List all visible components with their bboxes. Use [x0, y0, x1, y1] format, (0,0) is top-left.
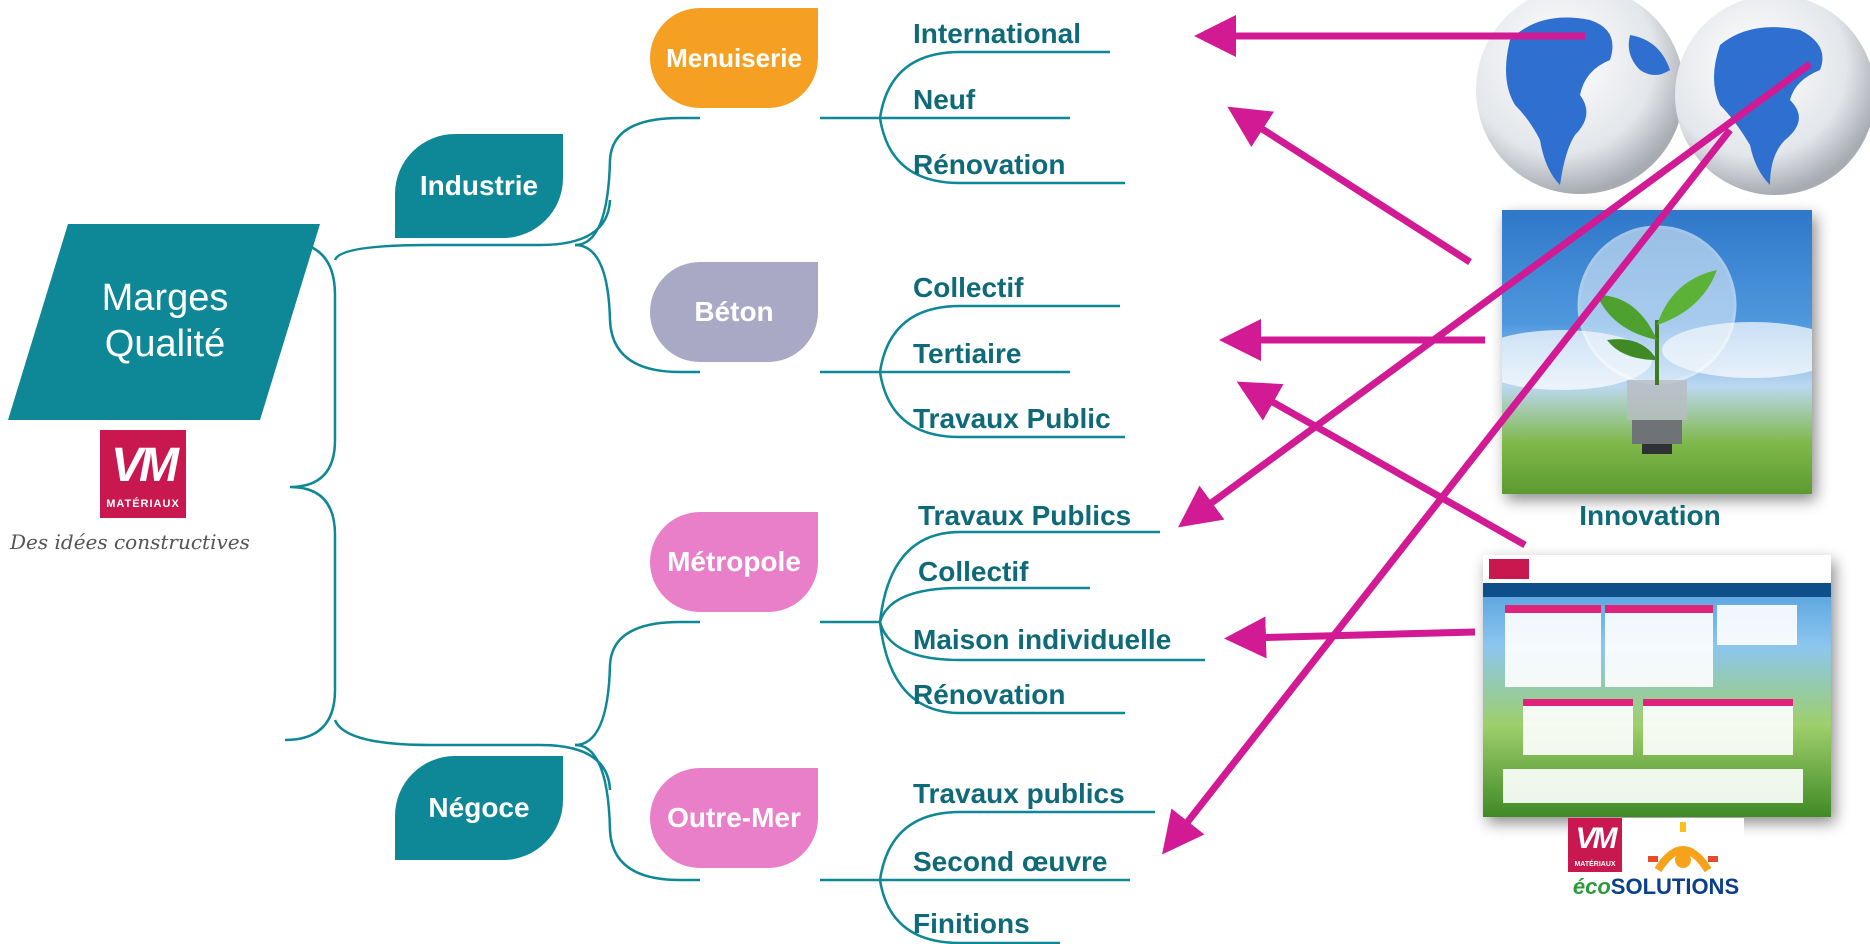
root-parallelogram — [8, 224, 320, 420]
line-industrie-beton — [574, 243, 700, 374]
lightbulb-icon — [1502, 225, 1812, 454]
node-metropole: Métropole — [650, 512, 818, 612]
globe-icon — [1476, 0, 1684, 194]
arrow-bulb-neuf — [1227, 106, 1472, 265]
vm-logo-mark: VM — [111, 439, 179, 492]
globe-icon — [1675, 0, 1870, 195]
line-menuiserie-international — [878, 50, 1110, 119]
line-metropole-maison — [878, 621, 1205, 662]
leaf-tertiaire: Tertiaire — [913, 338, 1022, 369]
arrow-web-tertiaire — [1236, 381, 1527, 549]
line-beton-collectif — [878, 304, 1120, 373]
node-beton: Béton — [650, 262, 818, 362]
root-label: Marges Qualité — [60, 275, 270, 367]
line-root-industrie — [333, 199, 612, 261]
root-label-line2: Qualité — [104, 323, 226, 365]
leaf-travaux-publics-outremer: Travaux publics — [913, 778, 1125, 809]
eco-solutions-website-image — [1483, 555, 1831, 817]
line-outremer-travaux-publics — [878, 810, 1155, 881]
globes-image — [1476, 0, 1870, 195]
leaf-collectif-metropole: Collectif — [918, 556, 1029, 587]
innovation-bulb-image — [1502, 210, 1812, 494]
leaf-renovation-metropole: Rénovation — [913, 679, 1066, 710]
leaf-collectif-beton: Collectif — [913, 272, 1024, 303]
leaf-travaux-publics: Travaux Publics — [918, 500, 1132, 531]
eco-vm-logo: VM MATÉRIAUX — [1568, 818, 1622, 872]
root-label-line1: Marges — [101, 277, 229, 319]
eco-vm-subtitle: MATÉRIAUX — [1574, 861, 1616, 868]
arrow-web-maison — [1224, 616, 1476, 659]
leaf-international: International — [913, 18, 1082, 49]
vm-materiaux-logo: VM MATÉRIAUX — [100, 430, 186, 518]
eco-brand-prefix: éco — [1572, 874, 1611, 899]
leaf-travaux-public: Travaux Public — [913, 403, 1111, 434]
sun-icon — [1648, 822, 1718, 873]
innovation-label: Innovation — [1579, 500, 1721, 531]
leaf-renovation: Rénovation — [913, 149, 1066, 180]
node-outre-mer: Outre-Mer — [650, 768, 818, 868]
arrow-globe-outremer — [1162, 127, 1733, 855]
line-industrie-menuiserie — [574, 116, 700, 247]
eco-vm-mark: VM — [1575, 822, 1618, 855]
leaf-finitions: Finitions — [913, 908, 1030, 939]
website-screenshot-icon — [1483, 555, 1831, 803]
node-negoce: Négoce — [395, 756, 563, 860]
logo-tagline: Des idées constructives — [10, 530, 250, 554]
leaf-maison-individuelle: Maison individuelle — [913, 624, 1172, 655]
arrow-globe-travaux-publics — [1178, 61, 1813, 528]
node-industrie: Industrie — [395, 134, 563, 238]
line-menuiserie-renovation — [878, 117, 1125, 185]
vm-logo-subtitle: MATÉRIAUX — [106, 498, 180, 510]
line-outremer-finitions — [878, 879, 1060, 944]
root-bracket — [284, 240, 337, 742]
line-negoce-outremer — [574, 743, 700, 882]
node-menuiserie: Menuiserie — [650, 8, 818, 108]
eco-solutions-logo: VM MATÉRIAUX écoSOLUTIONS — [1568, 818, 1744, 900]
eco-solutions-wordmark: écoSOLUTIONS — [1568, 874, 1744, 900]
line-negoce-metropole — [574, 620, 700, 747]
line-metropole-renovation — [878, 621, 1125, 715]
leaf-neuf: Neuf — [913, 84, 976, 115]
line-root-negoce — [333, 719, 612, 791]
line-metropole-travaux-publics — [878, 530, 1160, 623]
line-metropole-collectif — [878, 586, 1090, 623]
line-beton-travaux-public — [878, 371, 1125, 439]
eco-brand-word: SOLUTIONS — [1610, 874, 1740, 899]
leaf-second-oeuvre: Second œuvre — [913, 846, 1108, 877]
